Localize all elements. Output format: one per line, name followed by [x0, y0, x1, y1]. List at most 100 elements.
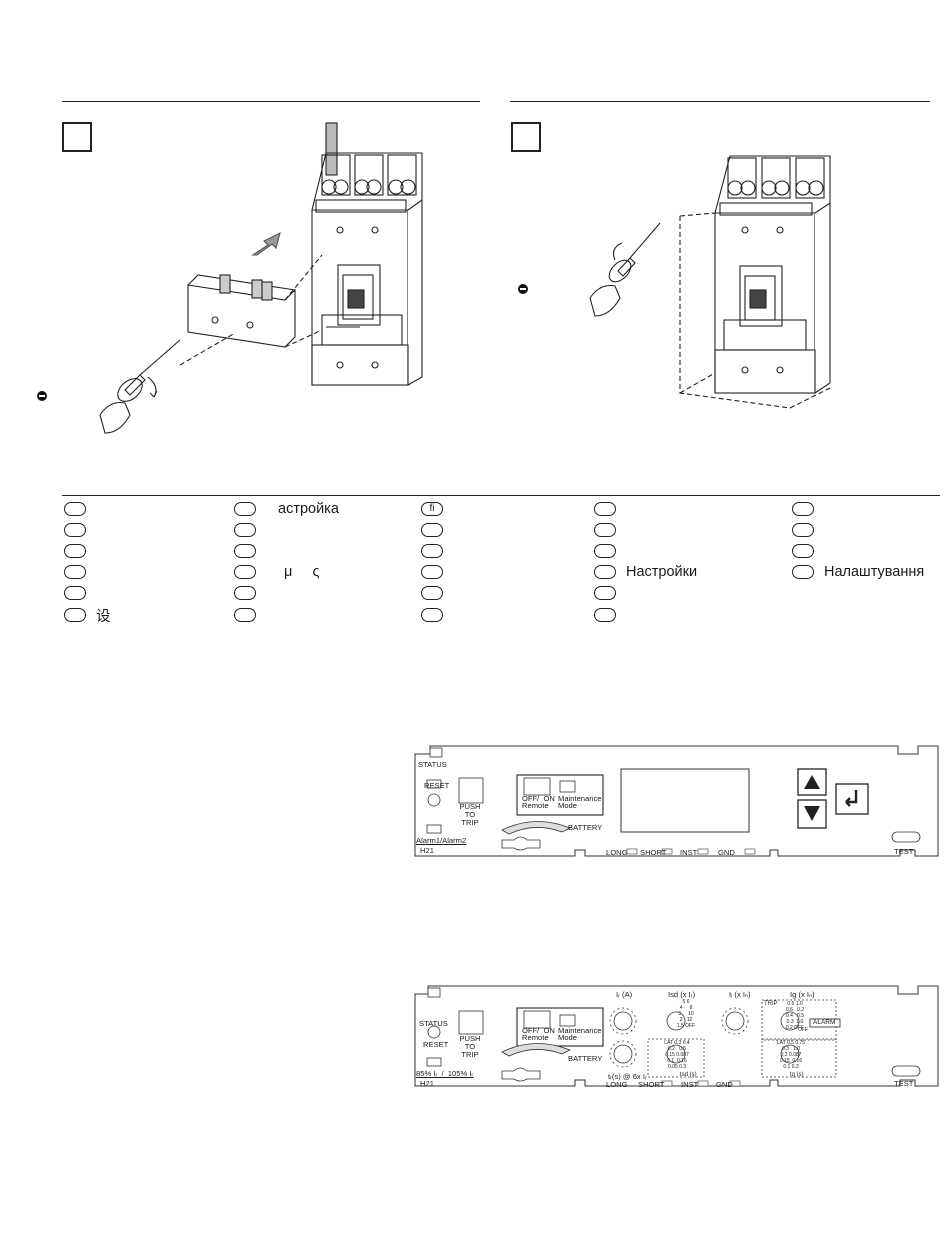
h21-label: H21 [420, 846, 434, 855]
language-code-oval [421, 608, 443, 622]
percent-alarm-label: 85% Iᵣ / 105% Iᵣ [416, 1069, 474, 1078]
ii-dial[interactable] [725, 1012, 745, 1032]
lang-item [421, 563, 453, 581]
language-code-oval [64, 502, 86, 516]
lang-item [421, 584, 453, 602]
maintenance-label: Maintenance [558, 794, 602, 803]
language-code-oval [594, 544, 616, 558]
lang-item [594, 542, 626, 560]
lang-item: Налаштування [792, 563, 924, 581]
trip-unit-panel-adjustable [414, 985, 939, 1087]
lang-item [594, 500, 626, 518]
inst-led-label: INST [681, 1080, 699, 1089]
reset-label: RESET [424, 781, 450, 790]
trip-label: TRIP [764, 1001, 778, 1007]
trip-unit-panel-display [414, 745, 939, 857]
ig-dial[interactable] [780, 1012, 800, 1032]
lang-item [792, 500, 824, 518]
language-code-oval [64, 523, 86, 537]
short-led-label: SHORT [638, 1080, 665, 1089]
gnd-led-label: GND [718, 848, 735, 857]
mode-label: Mode [558, 801, 577, 810]
lang-item [64, 542, 96, 560]
language-code-oval [594, 608, 616, 622]
tsd-dial-label: tsd (s) [680, 1072, 697, 1078]
lang-item [792, 542, 824, 560]
ii-dial-label: Iᵢ (x Iₙ) [729, 990, 751, 999]
lang-item [234, 521, 266, 539]
off-label: OFF [798, 1027, 808, 1033]
tg-dial[interactable] [780, 1045, 800, 1065]
test-button[interactable] [892, 1066, 920, 1076]
lang-item [64, 584, 96, 602]
tr-dial[interactable] [613, 1045, 633, 1065]
lang-item: астройка [234, 500, 339, 518]
tsd-dial[interactable] [666, 1045, 686, 1065]
lang-item [421, 521, 453, 539]
push-to-trip-button[interactable] [459, 1011, 483, 1034]
language-code-oval [594, 586, 616, 600]
language-code-oval [64, 565, 86, 579]
illustration-accessory-removal [99, 122, 423, 434]
step-box-left [62, 122, 92, 152]
language-code-oval [594, 502, 616, 516]
mode-label: Mode [558, 1033, 577, 1042]
long-led-label: LONG [606, 1080, 628, 1089]
lang-item: Настройки [594, 563, 697, 581]
off-on-label: OFF/ ON [522, 794, 555, 803]
h21-label: H21 [420, 1079, 434, 1088]
language-code-oval [421, 586, 443, 600]
top-rule-right [510, 101, 930, 102]
down-arrow-button[interactable] [798, 800, 826, 828]
status-label: STATUS [419, 1019, 448, 1028]
tg-scale: LAT 0.5 0.75 0.3 1.0 0.2 0.087 0.15 0.16… [776, 1040, 806, 1070]
remote-label: Remote [522, 801, 549, 810]
isd-dial-label: Isd (x Iᵣ) [668, 990, 696, 999]
enter-button[interactable] [836, 784, 868, 814]
language-code-oval [234, 608, 256, 622]
test-label: TEST [894, 847, 914, 856]
language-code-oval [234, 565, 256, 579]
test-label: TEST [894, 1079, 914, 1088]
lang-item [594, 521, 626, 539]
language-code-oval [594, 565, 616, 579]
illustration-breaker-mounting [589, 155, 831, 409]
off-on-label: OFF/ ON [522, 1026, 555, 1035]
test-button[interactable] [892, 832, 920, 842]
language-code-oval [792, 523, 814, 537]
isd-scale: 5 6 4 8 3 10 2 12 1.5 OFF [676, 999, 696, 1029]
lang-item: μ ς [234, 563, 320, 581]
reset-label: RESET [423, 1040, 449, 1049]
alarm-label: ALARM [813, 1019, 836, 1026]
language-code-oval [234, 523, 256, 537]
lang-item [792, 521, 824, 539]
language-code-oval [234, 544, 256, 558]
push-to-trip-button[interactable] [459, 778, 483, 803]
language-code-oval [792, 502, 814, 516]
lang-item [421, 542, 453, 560]
lang-item [234, 542, 266, 560]
language-code-oval [64, 544, 86, 558]
isd-dial[interactable] [666, 1012, 686, 1032]
tr-dial-label: tᵣ(s) @ 6x Iᵣ [608, 1072, 647, 1081]
language-code-oval [234, 586, 256, 600]
status-label: STATUS [418, 760, 447, 769]
up-arrow-button[interactable] [798, 769, 826, 795]
ir-dial-label: Iᵣ (A) [616, 990, 633, 999]
ir-dial[interactable] [613, 1012, 633, 1032]
language-code-oval [594, 523, 616, 537]
lang-item [234, 584, 266, 602]
battery-label: BATTERY [568, 823, 603, 832]
battery-label: BATTERY [568, 1054, 603, 1063]
lang-item [64, 563, 96, 581]
inst-led-label: INST [680, 848, 698, 857]
tg-dial-label: tg (s) [790, 1072, 804, 1078]
lang-item [64, 500, 96, 518]
lang-item [234, 606, 266, 624]
language-code-oval [421, 565, 443, 579]
lang-item: 设 [64, 606, 111, 625]
minus-circle-icon [518, 284, 528, 294]
language-code-oval [64, 586, 86, 600]
language-code-oval [64, 608, 86, 622]
